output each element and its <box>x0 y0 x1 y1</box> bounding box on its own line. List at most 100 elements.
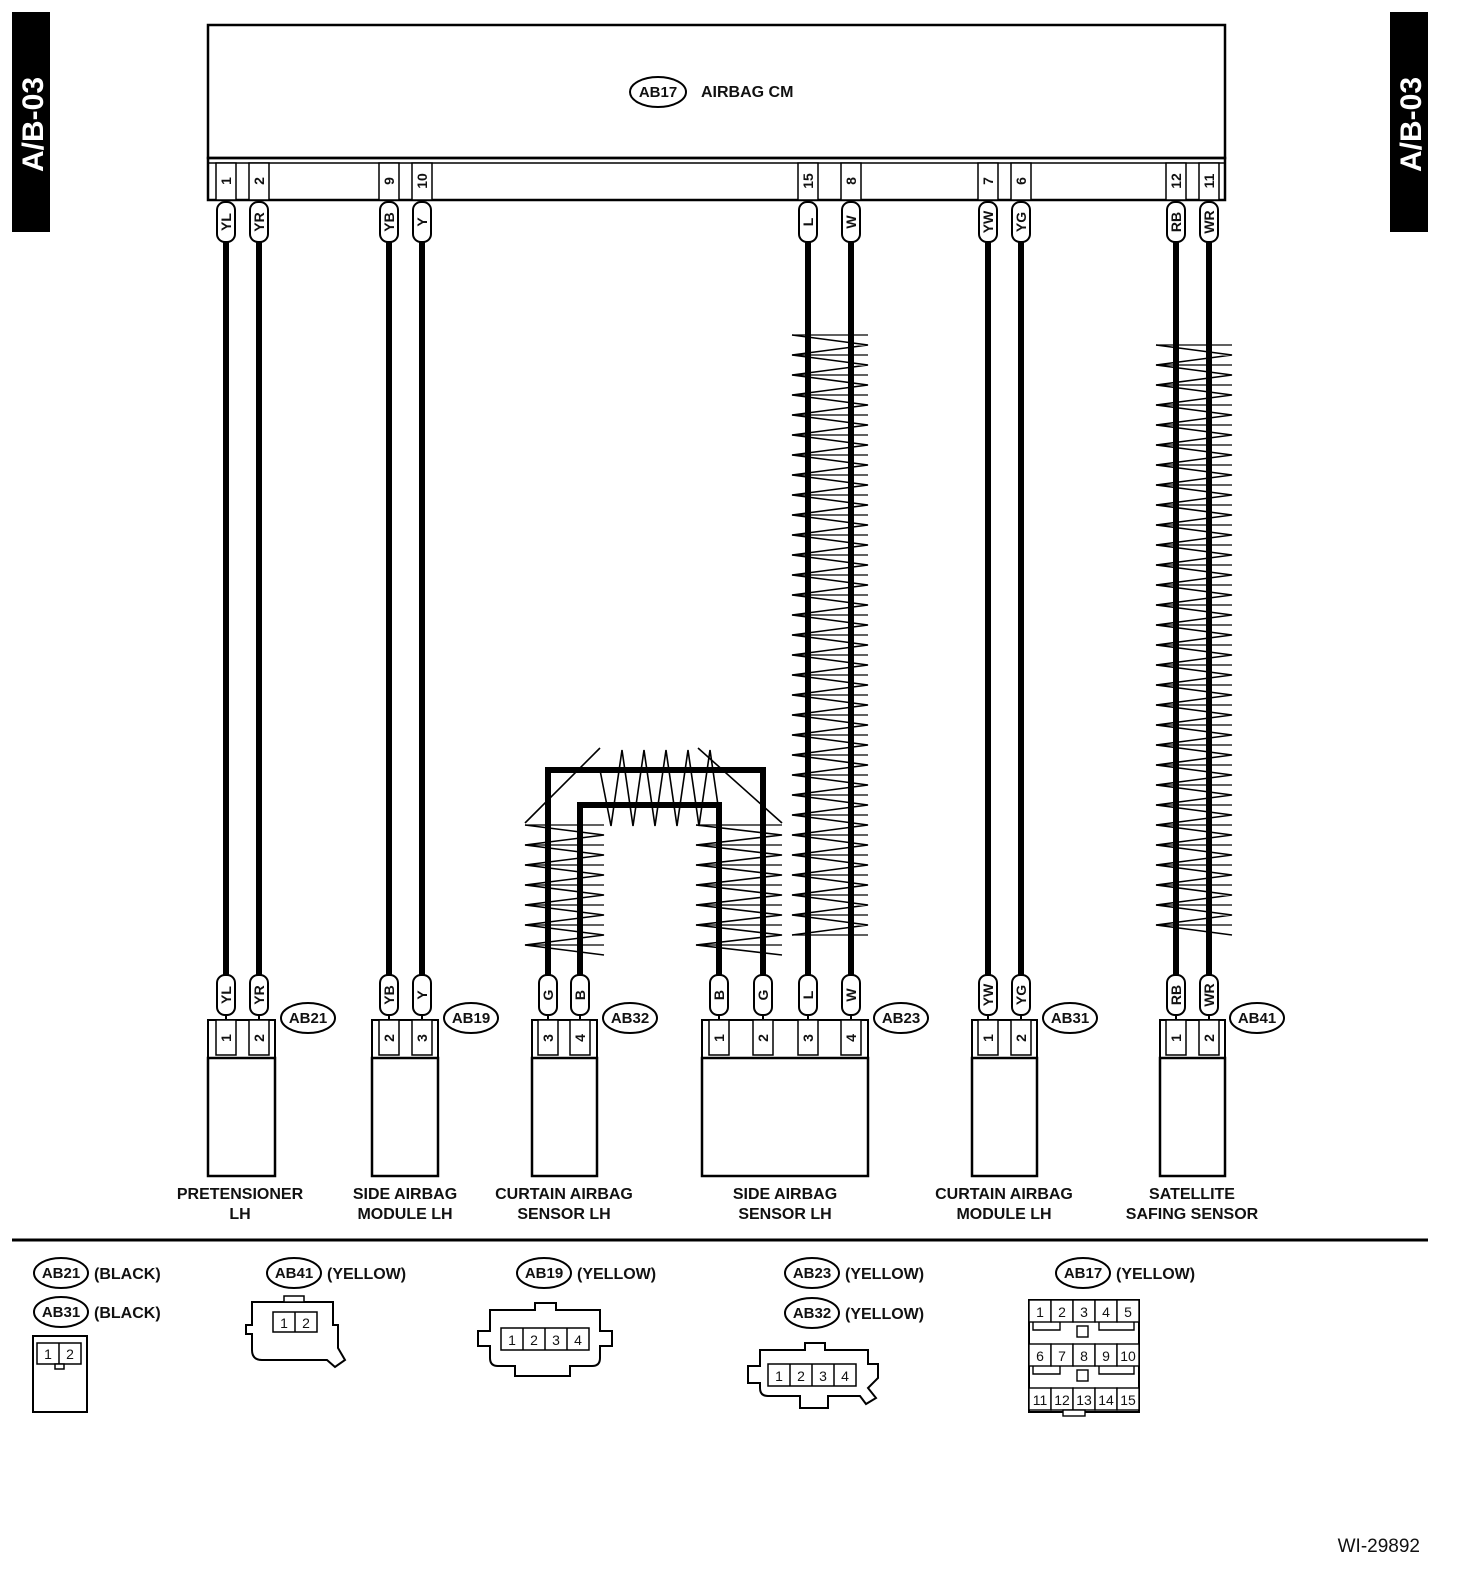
device-connector-id-curtain-airbag-module-text: AB31 <box>1051 1010 1089 1027</box>
twist-link-left <box>524 824 605 956</box>
device-pin-box <box>1198 1019 1220 1056</box>
face-pin-number: 12 <box>1054 1392 1070 1408</box>
wire-label-bottom-yw: YW <box>978 974 998 1021</box>
legend-id-ab31-text: AB31 <box>42 1304 80 1321</box>
wire-label-link-b-curtain: B <box>570 974 590 1021</box>
legend-color-ab41: (YELLOW) <box>327 1266 406 1283</box>
face-latch <box>283 1295 305 1303</box>
face-lock-right <box>1098 1366 1135 1375</box>
wire-label-link-b-side-text: B <box>711 990 727 1000</box>
legend-color-ab31: (BLACK) <box>94 1305 161 1322</box>
legend-id-ab32-oval <box>784 1297 840 1329</box>
legend-id-ab23: AB23 <box>784 1257 840 1289</box>
legend-id-ab17: AB17 <box>1055 1257 1111 1289</box>
face-pin-number: 7 <box>1058 1348 1066 1364</box>
device-pin-number: 2 <box>381 1034 397 1042</box>
device-pin-number: 1 <box>218 1034 234 1042</box>
wire-label-bottom-y: Y <box>412 974 432 1021</box>
wire-label-bottom-rb-text: RB <box>1168 985 1184 1005</box>
device-pin-box <box>1010 1019 1032 1056</box>
device-connector-id-curtain-airbag-module: AB31 <box>1042 1002 1098 1034</box>
wire-label-top-l-text: L <box>800 217 816 226</box>
page-tab-left: A/B-03 <box>12 12 50 232</box>
legend-id-ab23-text: AB23 <box>793 1265 831 1282</box>
cm-pin-number: 1 <box>218 177 234 185</box>
cm-pin-box <box>248 162 270 201</box>
device-connector-id-curtain-airbag-module-oval <box>1042 1002 1098 1034</box>
face-pin-number: 1 <box>775 1368 783 1384</box>
cm-connector-id: AB17 <box>639 84 677 101</box>
wire-label-bottom-yw-text: YW <box>980 983 996 1006</box>
legend-id-ab31-oval <box>33 1296 89 1328</box>
device-connector-id-pretensioner: AB21 <box>280 1002 336 1034</box>
device-connector-id-satellite-safing-sensor-text: AB41 <box>1238 1010 1276 1027</box>
wire-label-top-yg-text: YG <box>1013 212 1029 232</box>
device-connector-id-satellite-safing-sensor: AB41 <box>1229 1002 1285 1034</box>
face-pin-number: 3 <box>552 1332 560 1348</box>
twist-layer <box>524 334 1233 956</box>
cm-pin-box <box>840 162 862 201</box>
wire-label-top-yr-text: YR <box>251 212 267 231</box>
legend-color-ab19: (YELLOW) <box>577 1266 656 1283</box>
wire-label-top-wr: WR <box>1199 201 1219 248</box>
wire-label-top-yb: YB <box>379 201 399 248</box>
wire-label-bottom-yg-text: YG <box>1013 985 1029 1005</box>
wire-label-top-w-text: W <box>843 215 859 229</box>
face-keyway <box>1076 1369 1089 1382</box>
device-connector-id-curtain-airbag-sensor: AB32 <box>602 1002 658 1034</box>
device-name-pretensioner: PRETENSIONER <box>177 1186 304 1203</box>
face-pin-number: 1 <box>280 1315 288 1331</box>
device-body-curtain-airbag-module <box>970 1056 1039 1178</box>
wire-label-top-wr-text: WR <box>1201 210 1217 233</box>
device-pin-number: 3 <box>414 1034 430 1042</box>
wire-label-bottom-y-text: Y <box>414 990 430 1000</box>
device-pin-box <box>1165 1019 1187 1056</box>
legend-color-ab23: (YELLOW) <box>845 1266 924 1283</box>
wire-label-link-b-side: B <box>709 974 729 1021</box>
face-pin-number: 11 <box>1033 1392 1048 1408</box>
wire-label-bottom-rb: RB <box>1166 974 1186 1021</box>
twist-link-top-ramp-left <box>524 747 601 824</box>
face-pin-cell <box>1116 1343 1140 1367</box>
legend-color-ab21: (BLACK) <box>94 1266 161 1283</box>
wire-label-top-rb: RB <box>1166 201 1186 248</box>
face-pin-number: 5 <box>1124 1304 1132 1320</box>
device-pin-number: 1 <box>1168 1034 1184 1042</box>
wire-label-bottom-l-text: L <box>800 990 816 999</box>
wire-label-bottom-yb: YB <box>379 974 399 1021</box>
wire-label-link-b-curtain-text: B <box>572 990 588 1000</box>
device-name-curtain-airbag-module-line2: MODULE LH <box>956 1206 1051 1223</box>
device-pin-box <box>215 1019 237 1056</box>
wire-label-top-yl-text: YL <box>218 213 234 231</box>
face-pin-number: 4 <box>574 1332 582 1348</box>
cm-pin-box <box>411 162 433 201</box>
wire-label-top-yb-text: YB <box>381 212 397 231</box>
page-tab-right-label: A/B-03 <box>1395 77 1428 172</box>
device-pin-number: 1 <box>980 1034 996 1042</box>
legend-id-ab32-text: AB32 <box>793 1305 831 1322</box>
face-pin-number: 2 <box>302 1315 310 1331</box>
twist-link-top-ramp-right <box>697 747 783 824</box>
wire-label-bottom-yr-text: YR <box>251 985 267 1004</box>
face-keyway <box>1076 1325 1089 1338</box>
wire-label-link-g-side-text: G <box>755 989 771 1000</box>
device-body-pretensioner <box>206 1056 277 1178</box>
device-pin-number: 3 <box>800 1034 816 1042</box>
wire-label-top-yw-text: YW <box>980 210 996 233</box>
wire-label-bottom-yr: YR <box>249 974 269 1021</box>
device-connector-id-curtain-airbag-sensor-oval <box>602 1002 658 1034</box>
face-pin-number: 3 <box>1080 1304 1088 1320</box>
device-body-satellite-safing-sensor <box>1158 1056 1227 1178</box>
device-connector-id-side-airbag-sensor-text: AB23 <box>882 1010 920 1027</box>
legend-color-ab17: (YELLOW) <box>1116 1266 1195 1283</box>
device-pin-number: 2 <box>1201 1034 1217 1042</box>
device-name-side-airbag-module-line2: MODULE LH <box>357 1206 452 1223</box>
device-pin-box <box>378 1019 400 1056</box>
